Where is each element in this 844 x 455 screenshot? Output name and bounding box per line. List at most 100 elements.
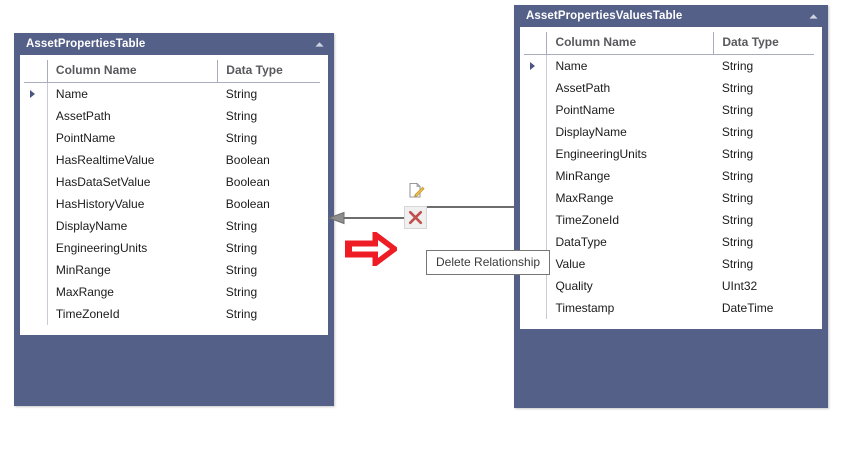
column-header-column-name[interactable]: Column Name bbox=[46, 60, 218, 83]
row-selector-cell[interactable] bbox=[24, 105, 47, 127]
chevron-up-icon[interactable] bbox=[312, 37, 326, 51]
table-row[interactable]: MaxRange String bbox=[24, 281, 320, 303]
delete-x-icon[interactable] bbox=[404, 206, 427, 229]
cell-data-type[interactable]: Boolean bbox=[225, 175, 270, 189]
cell-column-name[interactable]: PointName bbox=[46, 127, 218, 149]
row-selector-cell[interactable] bbox=[24, 303, 47, 325]
row-selector-cell[interactable] bbox=[524, 55, 547, 78]
cell-data-type[interactable]: String bbox=[721, 147, 754, 161]
cell-column-name[interactable]: MinRange bbox=[546, 165, 714, 187]
table-row[interactable]: EngineeringUnits String bbox=[24, 237, 320, 259]
cell-column-name[interactable]: HasDataSetValue bbox=[46, 171, 218, 193]
cell-column-name[interactable]: PointName bbox=[546, 99, 714, 121]
cell-column-name[interactable]: DisplayName bbox=[46, 215, 218, 237]
table-row[interactable]: TimeZoneId String bbox=[24, 303, 320, 325]
row-selector-cell[interactable] bbox=[24, 193, 47, 215]
cell-data-type[interactable]: String bbox=[721, 169, 754, 183]
column-header-data-type[interactable]: Data Type bbox=[217, 60, 320, 83]
row-selector-cell[interactable] bbox=[524, 77, 547, 99]
entity-card-asset-properties-values-table[interactable]: AssetPropertiesValuesTable Column Name D… bbox=[514, 5, 828, 408]
cell-data-type[interactable]: String bbox=[225, 87, 258, 101]
cell-data-type[interactable]: String bbox=[225, 285, 258, 299]
cell-column-name[interactable]: Timestamp bbox=[546, 297, 714, 319]
row-selector-cell[interactable] bbox=[24, 171, 47, 193]
column-header-data-type[interactable]: Data Type bbox=[713, 32, 814, 55]
row-selector-cell[interactable] bbox=[24, 237, 47, 259]
cell-column-name[interactable]: EngineeringUnits bbox=[546, 143, 714, 165]
entity-header[interactable]: AssetPropertiesValuesTable bbox=[514, 5, 828, 27]
cell-column-name[interactable]: Quality bbox=[546, 275, 714, 297]
row-selector-cell[interactable] bbox=[24, 83, 47, 106]
row-selector-cell[interactable] bbox=[524, 143, 547, 165]
table-row[interactable]: Value String bbox=[524, 253, 814, 275]
row-selector-cell[interactable] bbox=[524, 275, 547, 297]
chevron-up-icon[interactable] bbox=[806, 9, 820, 23]
row-selector-cell[interactable] bbox=[524, 187, 547, 209]
table-row[interactable]: PointName String bbox=[24, 127, 320, 149]
cell-data-type[interactable]: String bbox=[721, 103, 754, 117]
table-row[interactable]: DisplayName String bbox=[24, 215, 320, 237]
row-selector-cell[interactable] bbox=[524, 297, 547, 319]
table-row[interactable]: DisplayName String bbox=[524, 121, 814, 143]
cell-data-type[interactable]: String bbox=[225, 263, 258, 277]
table-row[interactable]: HasDataSetValue Boolean bbox=[24, 171, 320, 193]
cell-column-name[interactable]: AssetPath bbox=[546, 77, 714, 99]
cell-column-name[interactable]: TimeZoneId bbox=[46, 303, 218, 325]
cell-data-type[interactable]: String bbox=[721, 81, 754, 95]
cell-data-type[interactable]: Boolean bbox=[225, 197, 270, 211]
table-row[interactable]: HasRealtimeValue Boolean bbox=[24, 149, 320, 171]
table-row[interactable]: Name String bbox=[524, 54, 814, 78]
cell-column-name[interactable]: MinRange bbox=[46, 259, 218, 281]
row-selector-cell[interactable] bbox=[24, 149, 47, 171]
entity-header[interactable]: AssetPropertiesTable bbox=[14, 33, 334, 55]
cell-column-name[interactable]: TimeZoneId bbox=[546, 209, 714, 231]
cell-column-name[interactable]: HasRealtimeValue bbox=[46, 149, 218, 171]
cell-data-type[interactable]: UInt32 bbox=[721, 279, 758, 293]
column-header-column-name[interactable]: Column Name bbox=[546, 32, 714, 55]
cell-data-type[interactable]: String bbox=[721, 235, 754, 249]
cell-column-name[interactable]: MaxRange bbox=[546, 187, 714, 209]
cell-data-type[interactable]: String bbox=[721, 125, 754, 139]
table-row[interactable]: Quality UInt32 bbox=[524, 275, 814, 297]
row-selector-cell[interactable] bbox=[24, 127, 47, 149]
cell-data-type[interactable]: String bbox=[225, 109, 258, 123]
cell-data-type[interactable]: String bbox=[225, 307, 258, 321]
row-selector-cell[interactable] bbox=[524, 99, 547, 121]
table-row[interactable]: TimeZoneId String bbox=[524, 209, 814, 231]
table-row[interactable]: MaxRange String bbox=[524, 187, 814, 209]
cell-column-name[interactable]: HasHistoryValue bbox=[46, 193, 218, 215]
cell-data-type[interactable]: String bbox=[225, 131, 258, 145]
row-selector-cell[interactable] bbox=[524, 165, 547, 187]
row-selector-cell[interactable] bbox=[524, 121, 547, 143]
table-row[interactable]: EngineeringUnits String bbox=[524, 143, 814, 165]
cell-data-type[interactable]: String bbox=[721, 257, 754, 271]
cell-column-name[interactable]: EngineeringUnits bbox=[46, 237, 218, 259]
cell-column-name[interactable]: MaxRange bbox=[46, 281, 218, 303]
table-row[interactable]: MinRange String bbox=[24, 259, 320, 281]
cell-column-name[interactable]: Name bbox=[46, 82, 218, 105]
cell-column-name[interactable]: DataType bbox=[546, 231, 714, 253]
cell-column-name[interactable]: Value bbox=[546, 253, 714, 275]
row-selector-cell[interactable] bbox=[24, 259, 47, 281]
cell-data-type[interactable]: String bbox=[225, 219, 258, 233]
edit-document-icon[interactable] bbox=[406, 181, 426, 201]
table-row[interactable]: MinRange String bbox=[524, 165, 814, 187]
cell-data-type[interactable]: String bbox=[721, 59, 754, 73]
cell-data-type[interactable]: String bbox=[721, 191, 754, 205]
table-row[interactable]: PointName String bbox=[524, 99, 814, 121]
cell-data-type[interactable]: String bbox=[225, 241, 258, 255]
cell-column-name[interactable]: DisplayName bbox=[546, 121, 714, 143]
table-row[interactable]: AssetPath String bbox=[24, 105, 320, 127]
table-row[interactable]: HasHistoryValue Boolean bbox=[24, 193, 320, 215]
row-selector-cell[interactable] bbox=[24, 281, 47, 303]
table-row[interactable]: Name String bbox=[24, 82, 320, 106]
cell-data-type[interactable]: Boolean bbox=[225, 153, 270, 167]
cell-column-name[interactable]: Name bbox=[546, 54, 714, 77]
row-selector-cell[interactable] bbox=[524, 209, 547, 231]
cell-column-name[interactable]: AssetPath bbox=[46, 105, 218, 127]
table-row[interactable]: AssetPath String bbox=[524, 77, 814, 99]
row-selector-cell[interactable] bbox=[24, 215, 47, 237]
table-row[interactable]: DataType String bbox=[524, 231, 814, 253]
cell-data-type[interactable]: String bbox=[721, 213, 754, 227]
